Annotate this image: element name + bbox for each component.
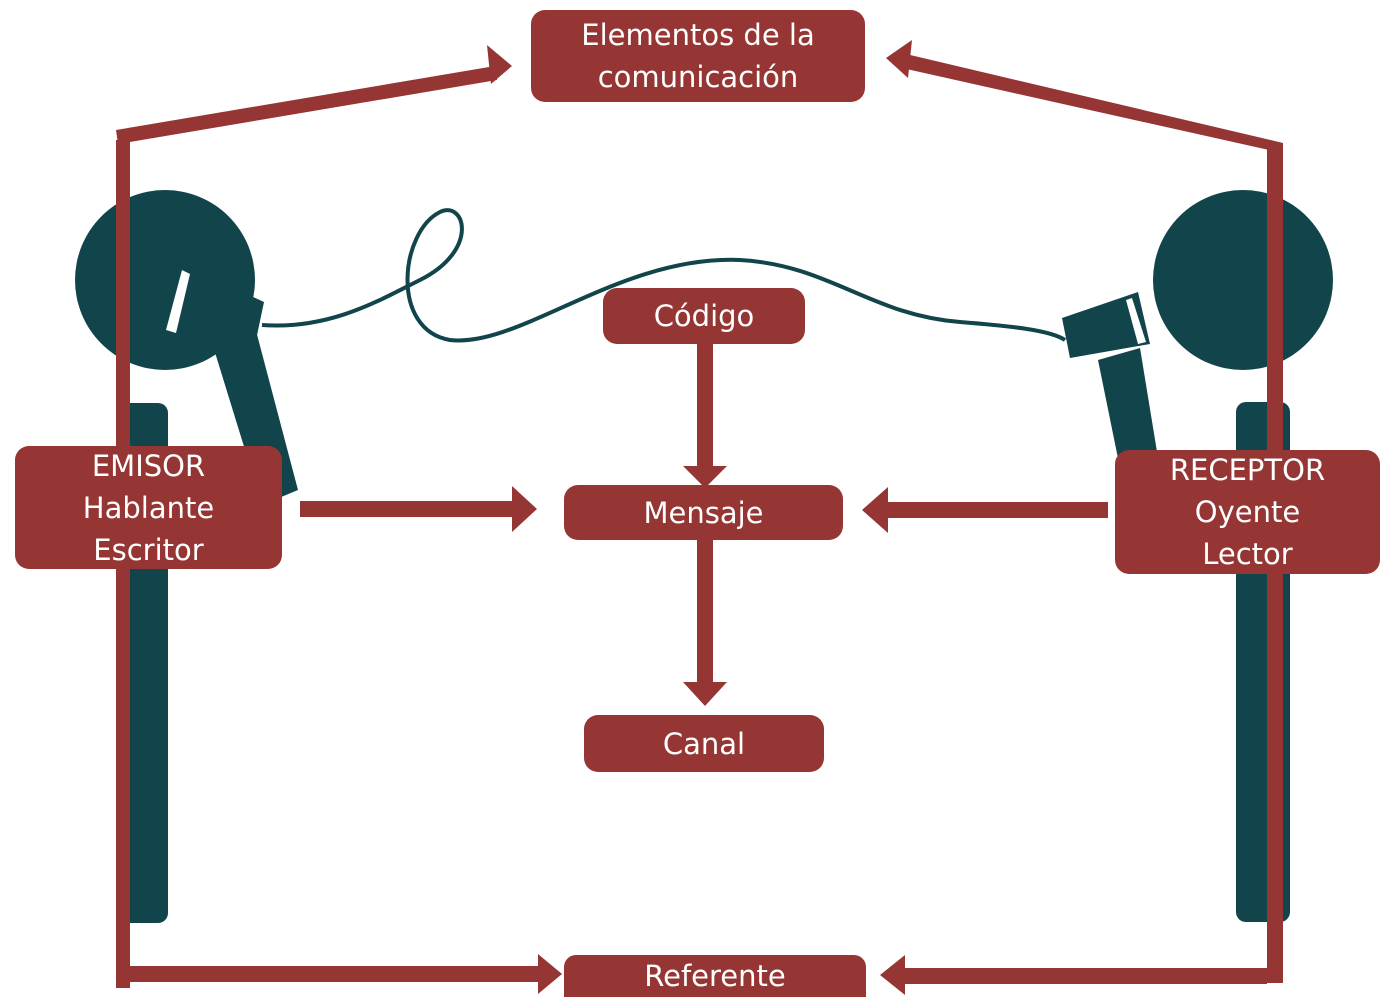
arrows bbox=[116, 40, 1283, 995]
codigo-label: Código bbox=[653, 299, 755, 333]
emisor-line1: EMISOR bbox=[91, 448, 206, 483]
mensaje-label: Mensaje bbox=[643, 495, 764, 530]
arrow-receptor-to-referente bbox=[900, 968, 1267, 984]
referente-box: Referente bbox=[564, 955, 866, 997]
elementos-line1: Elementos de la bbox=[581, 18, 815, 52]
arrow-emisor-to-referente bbox=[130, 966, 543, 982]
mensaje-box: Mensaje bbox=[564, 485, 843, 540]
string-wire-icon bbox=[261, 208, 1067, 343]
emisor-box: EMISOR Hablante Escritor bbox=[15, 446, 282, 569]
elementos-line2: comunicación bbox=[597, 60, 799, 94]
arrow-receptor-to-mensaje bbox=[880, 502, 1108, 518]
arrow-mensaje-to-canal bbox=[697, 540, 713, 686]
canal-box: Canal bbox=[584, 715, 824, 772]
receptor-box: RECEPTOR Oyente Lector bbox=[1115, 450, 1380, 574]
receptor-line3: Lector bbox=[1202, 537, 1293, 571]
arrow-emisor-to-mensaje bbox=[300, 501, 518, 517]
receptor-line1: RECEPTOR bbox=[1169, 453, 1326, 487]
arrow-codigo-to-mensaje bbox=[697, 344, 713, 470]
referente-label: Referente bbox=[644, 959, 786, 993]
codigo-box: Código bbox=[603, 288, 805, 344]
emisor-line2: Hablante bbox=[82, 490, 215, 525]
canal-label: Canal bbox=[662, 726, 746, 761]
elementos-box: Elementos de la comunicación bbox=[531, 10, 865, 102]
receptor-line2: Oyente bbox=[1194, 495, 1301, 529]
emisor-line3: Escritor bbox=[93, 532, 204, 567]
